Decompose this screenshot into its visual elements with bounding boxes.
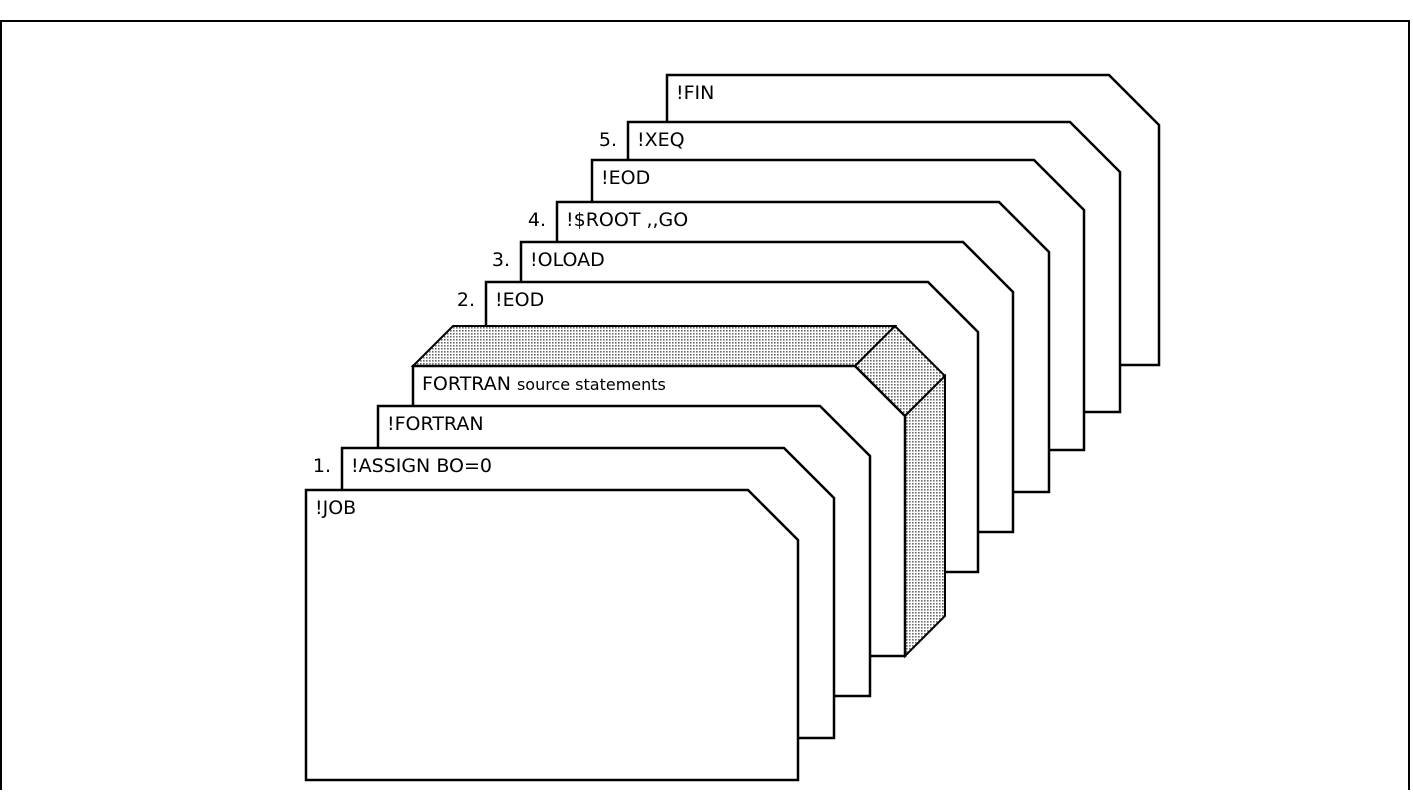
card-outline — [306, 490, 798, 780]
step-number: 2. — [457, 289, 475, 311]
card-label: !JOB — [315, 497, 356, 519]
step-number: 3. — [492, 249, 510, 271]
card-sublabel: source statements — [517, 375, 666, 394]
source-deck-top-face — [413, 326, 895, 366]
card-label: !EOD — [495, 289, 544, 311]
card-label: !$ROOT ,,GO — [566, 209, 688, 231]
source-deck-side-face — [905, 376, 945, 656]
card-label: !FORTRAN — [387, 413, 484, 435]
card-label: !XEQ — [637, 129, 685, 151]
card-label: !ASSIGN BO=0 — [351, 455, 492, 477]
card-job: !JOB — [306, 490, 798, 780]
card-label: !OLOAD — [530, 249, 605, 271]
step-number: 1. — [313, 455, 331, 477]
step-number: 4. — [528, 209, 546, 231]
card-label: !EOD — [601, 167, 650, 189]
card-label: !FIN — [676, 82, 714, 104]
step-number: 5. — [599, 129, 617, 151]
